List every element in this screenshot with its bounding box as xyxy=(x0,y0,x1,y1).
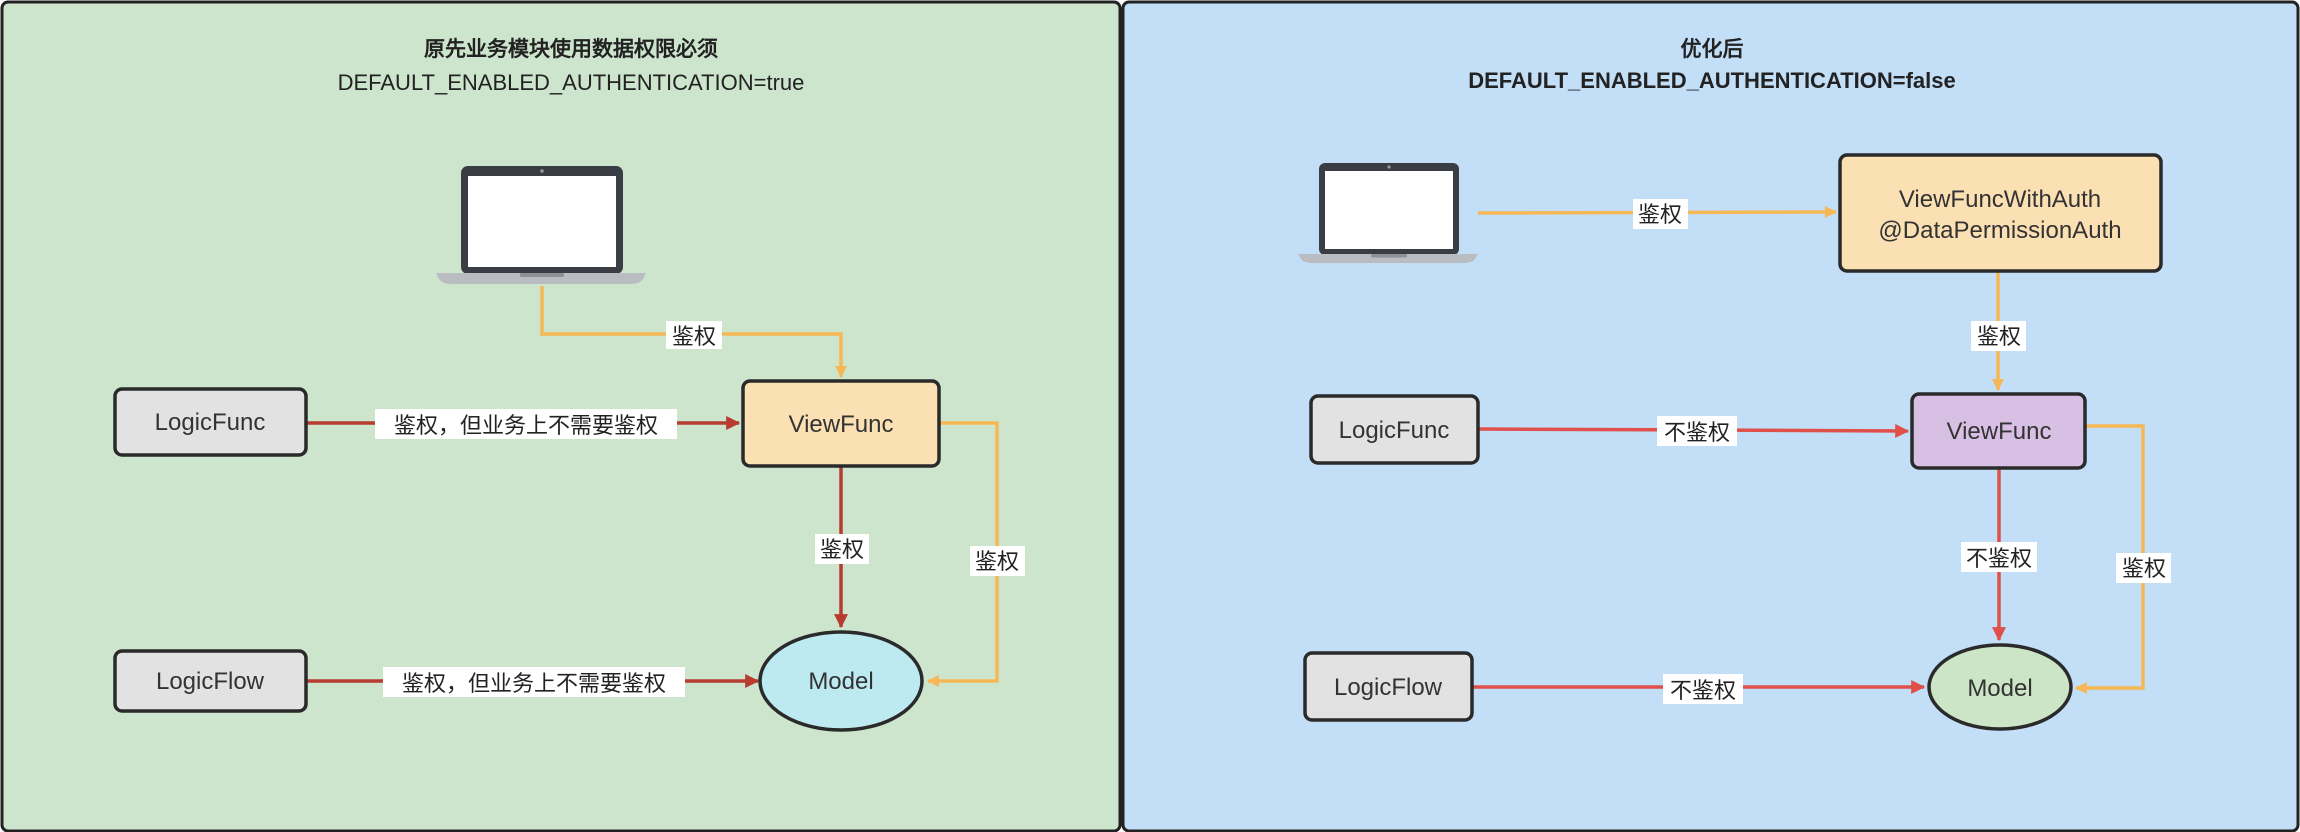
edge-label-bg xyxy=(666,321,722,349)
left-panel-subtitle: DEFAULT_ENABLED_AUTHENTICATION=true xyxy=(338,70,805,95)
edge-label-logicflow-to-model: 不鉴权 xyxy=(1670,679,1736,704)
node-viewfuncwithauth-label-line2: @DataPermissionAuth xyxy=(1878,217,2121,244)
node-viewfuncwithauth: ViewFuncWithAuth @DataPermissionAuth xyxy=(1838,153,2163,273)
edge-label-logicfunc-to-viewfunc: 鉴权，但业务上不需要鉴权 xyxy=(394,414,658,439)
edge-label-bg xyxy=(1961,542,2037,572)
edge-label-logicflow-to-model: 鉴权，但业务上不需要鉴权 xyxy=(402,672,666,697)
edge-label-bg xyxy=(2116,553,2171,583)
left-panel-title: 原先业务模块使用数据权限必须 xyxy=(424,37,718,61)
node-viewfunc-label: ViewFunc xyxy=(1947,418,2052,445)
node-model-label: Model xyxy=(1967,675,2032,702)
node-model-label: Model xyxy=(808,668,873,695)
node-viewfunc: ViewFunc xyxy=(741,379,941,468)
edge-label-bg xyxy=(1657,416,1737,446)
right-panel: 优化后 DEFAULT_ENABLED_AUTHENTICATION=false… xyxy=(1121,0,2300,832)
laptop-icon xyxy=(1298,163,1478,263)
node-logicfunc-label: LogicFunc xyxy=(155,409,266,436)
edge-label-viewfunc-side-to-model: 鉴权 xyxy=(2122,557,2166,582)
edge-label-laptop-to-viewfuncwithauth: 鉴权 xyxy=(1638,203,1682,228)
laptop-icon xyxy=(436,166,646,284)
node-logicfunc-label: LogicFunc xyxy=(1339,417,1450,444)
node-model: Model xyxy=(758,630,924,732)
node-logicflow-label: LogicFlow xyxy=(156,668,265,695)
node-viewfunc: ViewFunc xyxy=(1910,392,2087,470)
right-panel-subtitle: DEFAULT_ENABLED_AUTHENTICATION=false xyxy=(1468,68,1956,93)
edge-label-viewfuncwithauth-to-viewfunc: 鉴权 xyxy=(1977,325,2021,350)
right-panel-title: 优化后 xyxy=(1681,37,1744,61)
left-panel: 原先业务模块使用数据权限必须 DEFAULT_ENABLED_AUTHENTIC… xyxy=(0,0,1122,832)
edge-label-laptop-to-viewfunc: 鉴权 xyxy=(672,325,716,350)
node-logicflow-label: LogicFlow xyxy=(1334,674,1443,701)
node-model: Model xyxy=(1927,643,2073,731)
node-viewfunc-label: ViewFunc xyxy=(789,411,894,438)
edge-label-viewfunc-to-model: 鉴权 xyxy=(820,538,864,563)
node-logicfunc: LogicFunc xyxy=(1309,394,1480,465)
edge-label-bg xyxy=(1633,199,1688,229)
node-logicflow: LogicFlow xyxy=(113,649,308,713)
edge-label-bg xyxy=(383,667,685,697)
node-logicflow: LogicFlow xyxy=(1303,651,1474,722)
edge-label-logicfunc-to-viewfunc: 不鉴权 xyxy=(1664,421,1730,446)
edge-label-bg xyxy=(970,546,1025,576)
edge-label-bg xyxy=(1971,321,2026,351)
edge-label-bg xyxy=(375,409,677,439)
edge-label-viewfunc-to-model: 不鉴权 xyxy=(1966,547,2032,572)
edge-label-bg xyxy=(1663,674,1743,704)
node-logicfunc: LogicFunc xyxy=(113,387,308,457)
node-viewfuncwithauth-label-line1: ViewFuncWithAuth xyxy=(1899,186,2101,213)
edge-label-bg xyxy=(815,534,869,564)
edge-label-viewfunc-side-to-model: 鉴权 xyxy=(975,550,1019,575)
